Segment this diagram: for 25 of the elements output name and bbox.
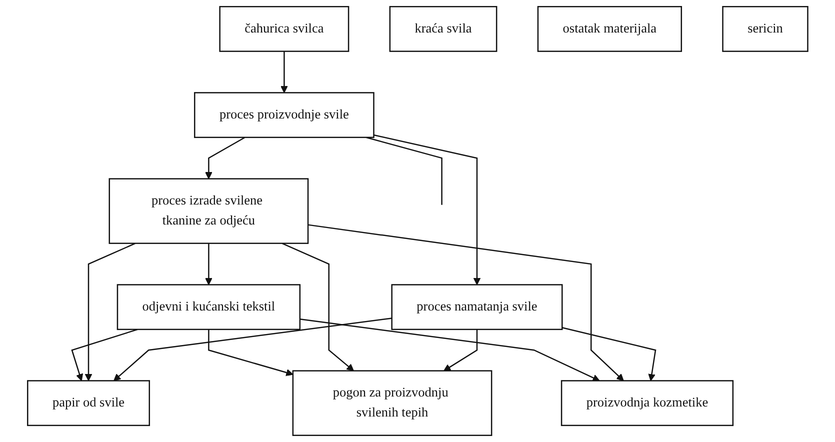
node-box: proces izrade svilene tkanine za odjeću: [108, 178, 308, 244]
arrow: [282, 242, 354, 372]
arrow: [113, 318, 392, 382]
arrow: [308, 224, 624, 382]
arrow: [373, 134, 480, 286]
arrow: [204, 136, 246, 180]
node-box: proces proizvodnje svile: [194, 92, 374, 138]
node-box: odjevni i kućanski tekstil: [116, 284, 300, 330]
node-box: kraća svila: [389, 6, 498, 52]
node-box: čahurica svilca: [219, 6, 349, 52]
node-box: papir od svile: [26, 380, 150, 426]
arrow: [300, 318, 600, 382]
arrow: [70, 328, 138, 382]
connector: [366, 136, 442, 205]
arrow: [84, 242, 136, 382]
arrow: [204, 243, 212, 286]
arrow: [208, 329, 294, 376]
arrow: [562, 327, 656, 382]
node-box: pogon za proizvodnju svilenih tepih: [292, 370, 492, 436]
arrow: [280, 51, 288, 94]
arrow: [443, 329, 478, 372]
node-box: proizvodnja kozmetike: [560, 380, 734, 426]
node-box: proces namatanja svile: [391, 284, 563, 330]
node-box: ostatak materijala: [537, 6, 682, 52]
node-box: sericin: [722, 6, 808, 52]
